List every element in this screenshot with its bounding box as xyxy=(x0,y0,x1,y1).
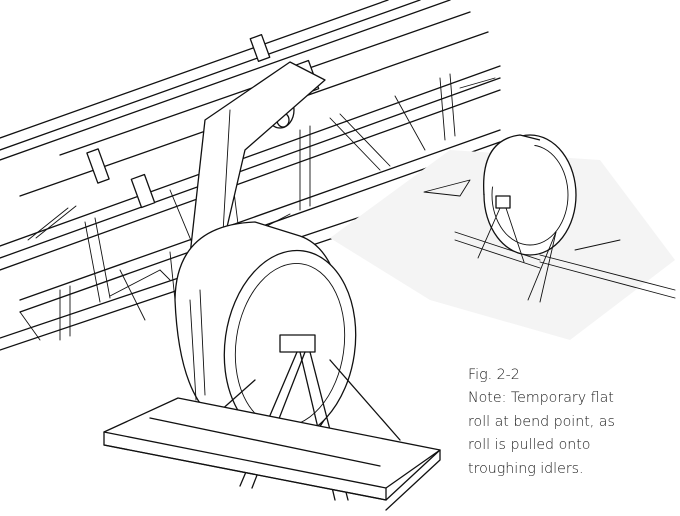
figure-label: Fig. 2-2 xyxy=(468,367,520,383)
note-line-4: troughing idlers. xyxy=(468,460,584,477)
note-line-3: roll is pulled onto xyxy=(468,437,591,454)
figure-caption: Fig. 2-2 Note: Temporary flat roll at be… xyxy=(468,364,678,481)
truss-web xyxy=(19,73,496,341)
roll-stand xyxy=(103,334,441,511)
inset-illustration xyxy=(330,134,676,340)
note-line-2: roll at bend point, as xyxy=(468,413,615,430)
note-line-1: Note: Temporary flat xyxy=(468,390,614,407)
